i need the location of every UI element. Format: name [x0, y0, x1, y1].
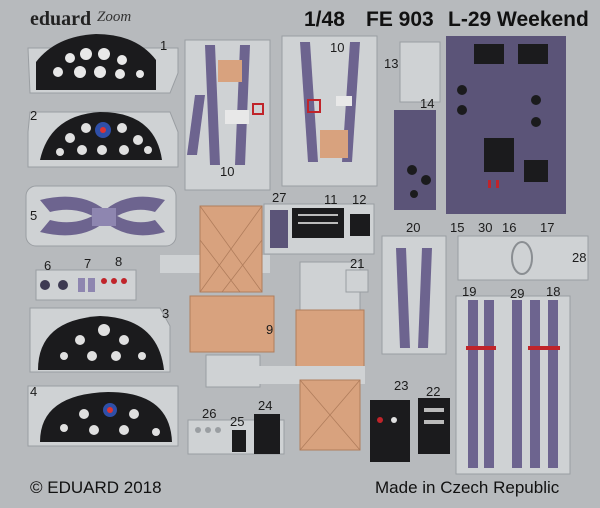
seat-cushion-9 — [160, 205, 275, 388]
brackets-15-17 — [457, 235, 589, 281]
part-number: 13 — [384, 56, 399, 71]
part-number: 16 — [502, 220, 517, 235]
part-number: 7 — [84, 256, 92, 271]
part-number: 17 — [540, 220, 555, 235]
part-number: 19 — [462, 284, 477, 299]
part-number: 22 — [426, 384, 441, 399]
part-number: 6 — [44, 258, 52, 273]
seat-cushion-center — [255, 261, 365, 451]
consoles-11-12-27 — [263, 203, 375, 255]
copyright-text: © EDUARD 2018 — [30, 478, 162, 497]
part-number: 25 — [230, 414, 245, 429]
instrument-panel-2 — [27, 111, 179, 168]
panels-22-23 — [370, 398, 450, 462]
main-console-15-17 — [446, 36, 566, 214]
part-number: 21 — [350, 256, 365, 271]
part-number: 27 — [272, 190, 287, 205]
instrument-panel-1 — [27, 34, 179, 94]
part-number: 11 — [324, 192, 338, 207]
part-number: 10 — [220, 164, 235, 179]
part-number: 15 — [450, 220, 465, 235]
instrument-panel-3 — [29, 307, 171, 373]
part-number: 14 — [420, 96, 435, 111]
part-number: 1 — [160, 38, 168, 53]
origin-text: Made in Czech Republic — [375, 478, 560, 497]
zoom-logo: Zoom — [97, 9, 132, 25]
harness-18-19-29 — [455, 295, 571, 475]
part-number: 30 — [478, 220, 493, 235]
part-number: 3 — [162, 306, 170, 321]
harness-20 — [381, 235, 447, 355]
part-number: 5 — [30, 208, 38, 223]
instrument-panel-4 — [27, 385, 179, 447]
bracket-21 — [345, 269, 369, 293]
part-number: 24 — [258, 398, 273, 413]
part-number: 2 — [30, 108, 38, 123]
brand-logo: eduard — [30, 8, 92, 30]
part-number: 12 — [352, 192, 367, 207]
harness-strip-5 — [25, 185, 177, 247]
harness-10-right — [281, 35, 378, 187]
product-code: FE 903 — [366, 8, 434, 31]
part-number: 29 — [510, 286, 525, 301]
harness-10-left — [184, 39, 271, 191]
part-number: 10 — [330, 40, 345, 55]
small-parts-24-26 — [187, 414, 285, 455]
part-number: 8 — [115, 254, 123, 269]
part-number: 26 — [202, 406, 217, 421]
part-number: 4 — [30, 384, 38, 399]
small-parts-6-8 — [35, 269, 137, 301]
side-console-13-14 — [394, 41, 441, 210]
part-number: 20 — [406, 220, 421, 235]
scale-label: 1/48 — [304, 8, 345, 31]
part-number: 28 — [572, 250, 587, 265]
part-number: 9 — [266, 322, 274, 337]
part-number: 23 — [394, 378, 409, 393]
part-number: 18 — [546, 284, 561, 299]
model-name: L-29 Weekend — [448, 8, 589, 31]
